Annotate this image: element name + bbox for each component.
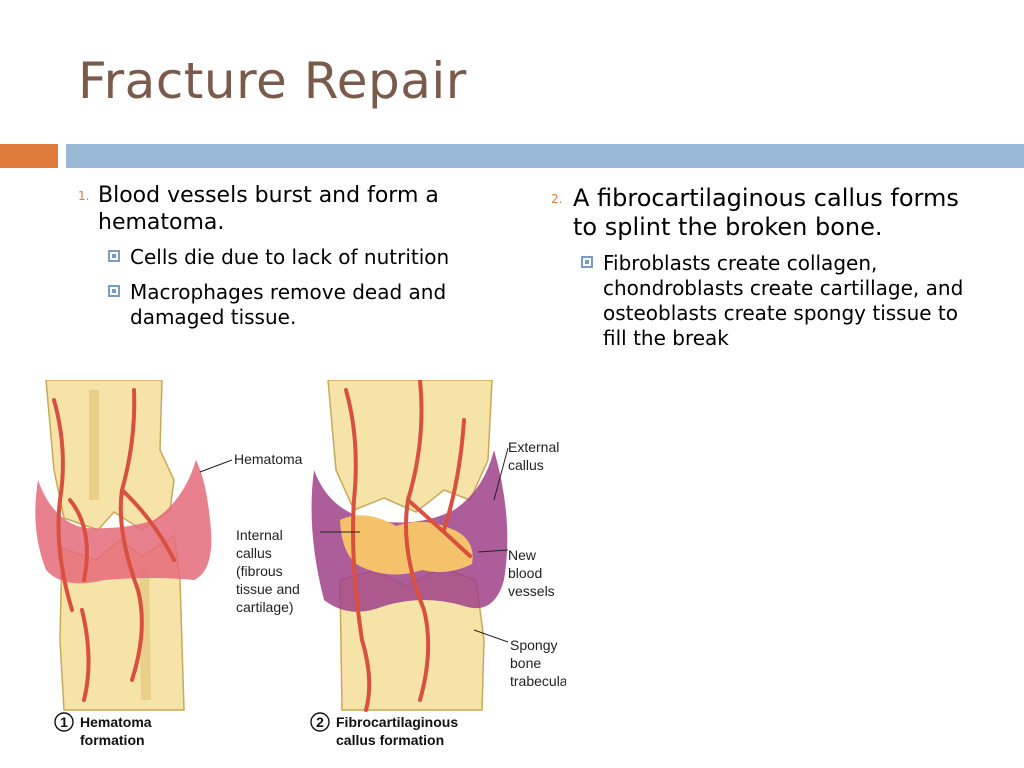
accent-bar-blue [66,144,1024,168]
caption-callus-formation: Fibrocartilaginous callus formation [336,714,462,748]
caption-number-circle [54,712,74,732]
bone-upper-right [327,380,493,513]
caption-hematoma-formation: Hematoma formation [80,714,155,748]
label-spongy-bone: Spongy bone trabeculae [510,637,566,689]
step-one-number: 1. [78,189,90,203]
bullet-text: Macrophages remove dead and damaged tiss… [130,279,447,329]
step-one-text: Blood vessels burst and form a hematoma. [98,183,439,235]
fracture-repair-illustration: Hematoma Internal callus (fibrous tissue… [35,380,566,748]
step-one-column: 1. Blood vessels burst and form a hemato… [78,183,488,340]
bullet-text: Cells die due to lack of nutrition [130,244,450,269]
step-two: 2. A fibrocartilaginous callus forms to … [551,184,971,243]
label-new-blood-vessels: New blood vessels [508,547,555,599]
caption-number-circle [310,712,330,732]
panel-callus [311,380,509,712]
step-two-text: A fibrocartilaginous callus forms to spl… [573,184,959,242]
bullet-text: Fibroblasts create collagen, chondroblas… [603,250,964,350]
bullet-item: Macrophages remove dead and damaged tiss… [78,280,488,330]
label-hematoma: Hematoma [234,451,303,467]
caption-number-one: 1 [60,714,68,730]
bone-upper-left [45,380,175,531]
bullet-item: Fibroblasts create collagen, chondroblas… [551,251,971,351]
step-two-bullets: Fibroblasts create collagen, chondroblas… [551,251,971,351]
hematoma-mass [35,460,212,584]
step-one: 1. Blood vessels burst and form a hemato… [78,183,488,237]
step-two-number: 2. [551,192,563,206]
square-bullet-icon [581,255,593,268]
bullet-item: Cells die due to lack of nutrition [78,245,488,270]
label-external-callus: External callus [508,439,563,473]
step-one-bullets: Cells die due to lack of nutrition Macro… [78,245,488,330]
blood-vessel [52,388,176,702]
step-two-column: 2. A fibrocartilaginous callus forms to … [551,184,971,361]
blood-vessel [344,380,472,712]
caption-number-two: 2 [316,714,324,730]
accent-bar-orange [0,144,58,168]
square-bullet-icon [108,284,120,297]
square-bullet-icon [108,249,120,262]
panel-hematoma [35,380,233,711]
label-internal-callus: Internal callus (fibrous tissue and cart… [236,527,304,615]
slide-title: Fracture Repair [78,52,467,110]
